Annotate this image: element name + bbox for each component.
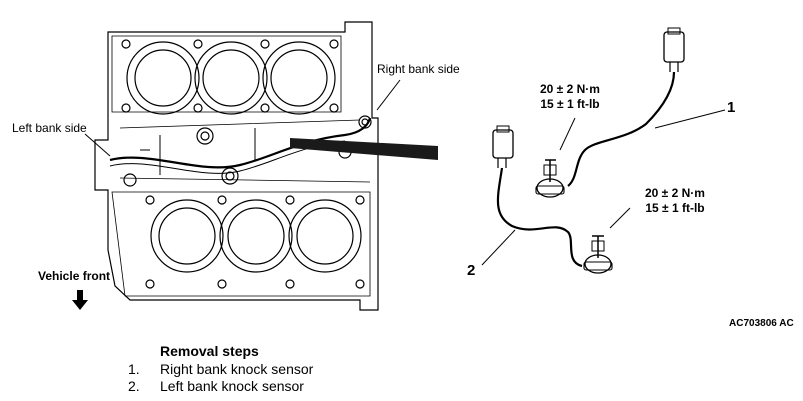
step-text: Right bank knock sensor <box>160 361 314 377</box>
torque-spec-right: 20 ± 2 N·m 15 ± 1 ft-lb <box>540 82 600 112</box>
removal-step: 1. Right bank knock sensor <box>128 361 313 377</box>
leader-lines <box>84 79 726 266</box>
figure-id: AC703806 AC <box>729 318 794 329</box>
vehicle-front-label: Vehicle front <box>38 269 111 283</box>
torque-ftlb: 15 ± 1 ft-lb <box>540 97 600 111</box>
torque-nm: 20 ± 2 N·m <box>645 186 705 200</box>
torque-nm: 20 ± 2 N·m <box>540 82 600 96</box>
down-arrow-icon <box>72 290 88 310</box>
step-number: 1. <box>128 361 140 377</box>
left-bank-side-label: Left bank side <box>12 121 87 135</box>
engine-block <box>94 21 379 311</box>
callout-2: 2 <box>467 262 476 279</box>
detail-wedge <box>290 138 438 160</box>
removal-steps-title: Removal steps <box>160 343 259 359</box>
removal-step: 2. Left bank knock sensor <box>128 378 304 394</box>
torque-spec-left: 20 ± 2 N·m 15 ± 1 ft-lb <box>645 186 705 216</box>
right-bank-side-label: Right bank side <box>377 62 460 76</box>
left-bank-knock-sensor <box>492 125 613 274</box>
step-number: 2. <box>128 378 140 394</box>
callout-1: 1 <box>727 99 736 116</box>
right-bank-knock-sensor <box>535 27 685 198</box>
step-text: Left bank knock sensor <box>160 378 304 394</box>
torque-ftlb: 15 ± 1 ft-lb <box>645 201 705 215</box>
